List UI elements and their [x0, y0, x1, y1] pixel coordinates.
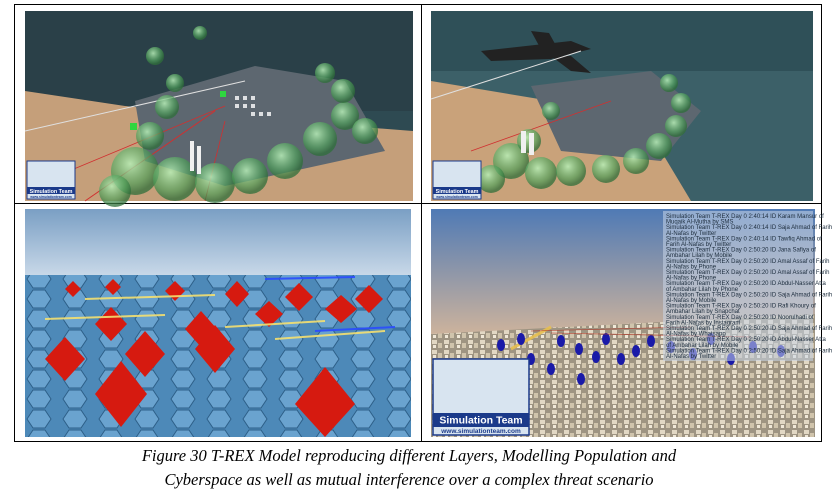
log-line: of Ambahar Lilah by Phone	[666, 287, 739, 293]
log-line: Farih Al-Nafas by Instagram	[666, 320, 740, 326]
log-line: Simulation Team T-REX Day 0 2:50:20 ID S…	[666, 348, 832, 354]
figure-caption-line-1: Figure 30 T-REX Model reproducing differ…	[141, 446, 677, 465]
panel-divider-horizontal	[15, 203, 821, 204]
log-line: of Ambahar Lilah by Mobile	[666, 343, 739, 349]
log-line: Al-Nafas by Twitter	[666, 354, 716, 360]
logo-url: www.simulationteam.com	[440, 428, 521, 435]
logo-title: Simulation Team	[439, 415, 522, 427]
figure-caption-line-2: Cyberspace as well as mutual interferenc…	[164, 470, 654, 489]
log-line: Simulation Team T-REX Day 0 2:50:20 ID S…	[666, 326, 832, 332]
log-line: Muqaik Al-Mutha by SMS	[666, 220, 733, 226]
logo-title: Simulation Team	[30, 189, 73, 195]
log-line: Al-Nafas by Twitter	[666, 231, 716, 237]
aircraft-shape	[481, 31, 591, 73]
log-line: Al-Nafas by Phone	[666, 264, 717, 270]
log-line: Simulation Team T-REX Day 0 2:50:20 ID R…	[666, 304, 816, 310]
log-line: Simulation Team T-REX Day 0 2:40:14 ID K…	[666, 214, 824, 220]
log-line: Simulation Team T-REX Day 0 2:50:20 ID J…	[666, 248, 816, 254]
panel-population-city: Simulation Team T-REX Day 0 2:40:14 ID K…	[431, 209, 832, 437]
logo-title: Simulation Team	[436, 189, 479, 195]
log-line: Ambahar Lilah by Mobile	[666, 253, 733, 259]
panel-cyberspace-grid	[25, 209, 411, 437]
log-line: Ambahar Lilah by Snapchat	[666, 309, 740, 315]
panel-port-bubbles: Simulation Team www.simulationteam.com	[24, 11, 413, 207]
log-line: Al-Nafas by Mobile	[666, 298, 717, 304]
figure-frame: Simulation Team www.simulationteam.com	[14, 4, 832, 442]
log-line: Simulation Team T-REX Day 0 2:50:20 ID A…	[666, 270, 830, 276]
log-overlay: Simulation Team T-REX Day 0 2:40:14 ID K…	[666, 214, 832, 360]
log-line: Farih Al-Nafas by Twitter	[666, 242, 731, 248]
panel-divider-vertical	[421, 5, 422, 441]
log-line: Simulation Team T-REX Day 0 2:40:14 ID S…	[666, 225, 832, 231]
pyramid-nodes	[45, 279, 383, 437]
port-bubbles-scene: Simulation Team www.simulationteam.com	[24, 11, 413, 207]
logo-url: www.simulationteam.com	[29, 195, 72, 199]
log-line: Al-Nafas by Phone	[666, 276, 717, 282]
log-line: Simulation Team T-REX Day 0 2:50:20 ID S…	[666, 292, 832, 298]
log-line: Simulation Team T-REX Day 0 2:50:20 ID A…	[666, 281, 827, 287]
logo-url: www.simulationteam.com	[435, 195, 478, 199]
log-line: Al-Nafas by Whatsapp	[666, 332, 726, 338]
cyberspace-scene	[25, 209, 411, 437]
port-aircraft-scene: Simulation Team www.simulationteam.com	[430, 11, 813, 201]
population-scene: Simulation Team T-REX Day 0 2:40:14 ID K…	[431, 209, 832, 437]
log-line: Simulation Team T-REX Day 0 2:40:14 ID T…	[666, 236, 822, 242]
log-line: Simulation Team T-REX Day 0 2:50:20 ID A…	[666, 259, 830, 265]
log-line: Simulation Team T-REX Day 0 2:50:20 ID N…	[666, 315, 814, 321]
log-line: Simulation Team T-REX Day 0 2:50:20 ID A…	[666, 337, 827, 343]
panel-port-aircraft: Simulation Team www.simulationteam.com	[430, 11, 813, 201]
